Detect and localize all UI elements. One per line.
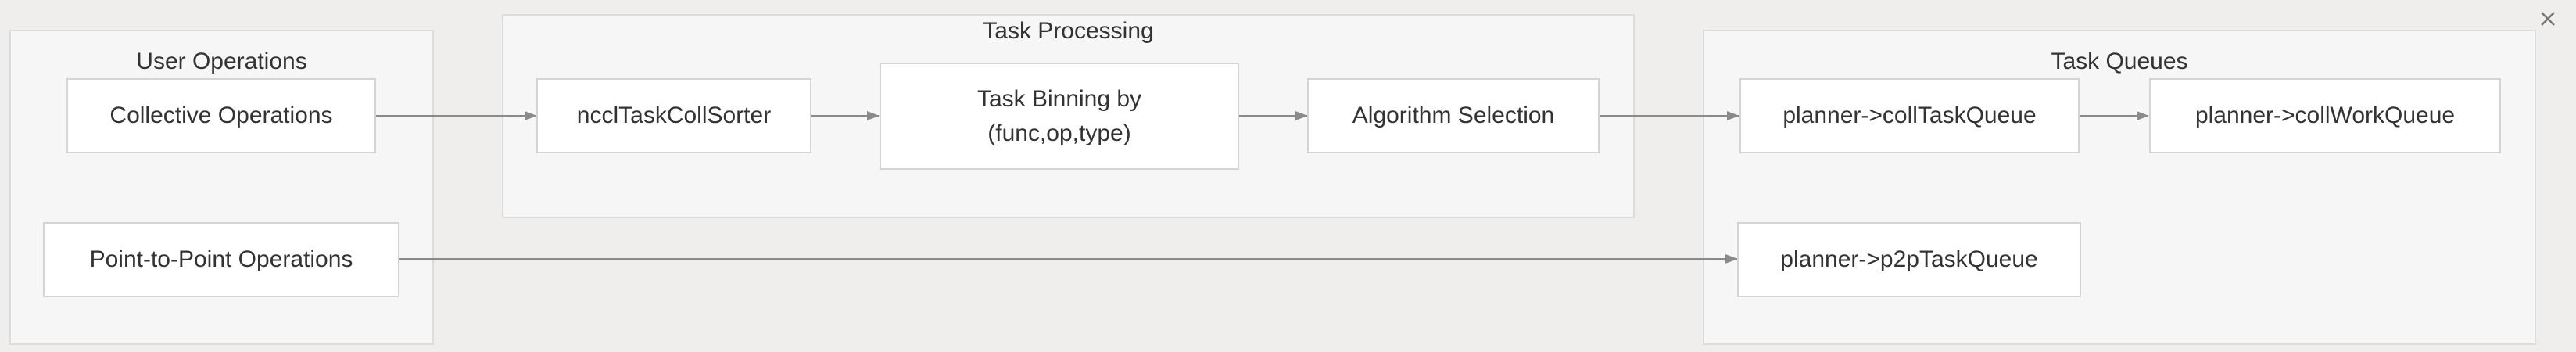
group-task-queues: Task Queues <box>1703 30 2536 345</box>
node-planner-p2p-task-queue: planner->p2pTaskQueue <box>1737 222 2081 297</box>
node-nccl-task-coll-sorter: ncclTaskCollSorter <box>536 78 811 153</box>
node-task-binning: Task Binning by (func,op,type) <box>880 63 1239 170</box>
node-planner-coll-work-queue: planner->collWorkQueue <box>2149 78 2501 153</box>
close-icon <box>2541 12 2555 26</box>
close-button[interactable] <box>2536 7 2560 31</box>
node-algorithm-selection: Algorithm Selection <box>1307 78 1600 153</box>
group-user-operations: User Operations <box>9 30 434 345</box>
node-planner-coll-task-queue: planner->collTaskQueue <box>1739 78 2080 153</box>
node-collective-operations: Collective Operations <box>66 78 376 153</box>
group-title-task-processing: Task Processing <box>983 18 1154 44</box>
group-title-user-operations: User Operations <box>136 48 307 74</box>
node-point-to-point-operations: Point-to-Point Operations <box>43 222 399 297</box>
group-title-task-queues: Task Queues <box>2051 48 2188 74</box>
